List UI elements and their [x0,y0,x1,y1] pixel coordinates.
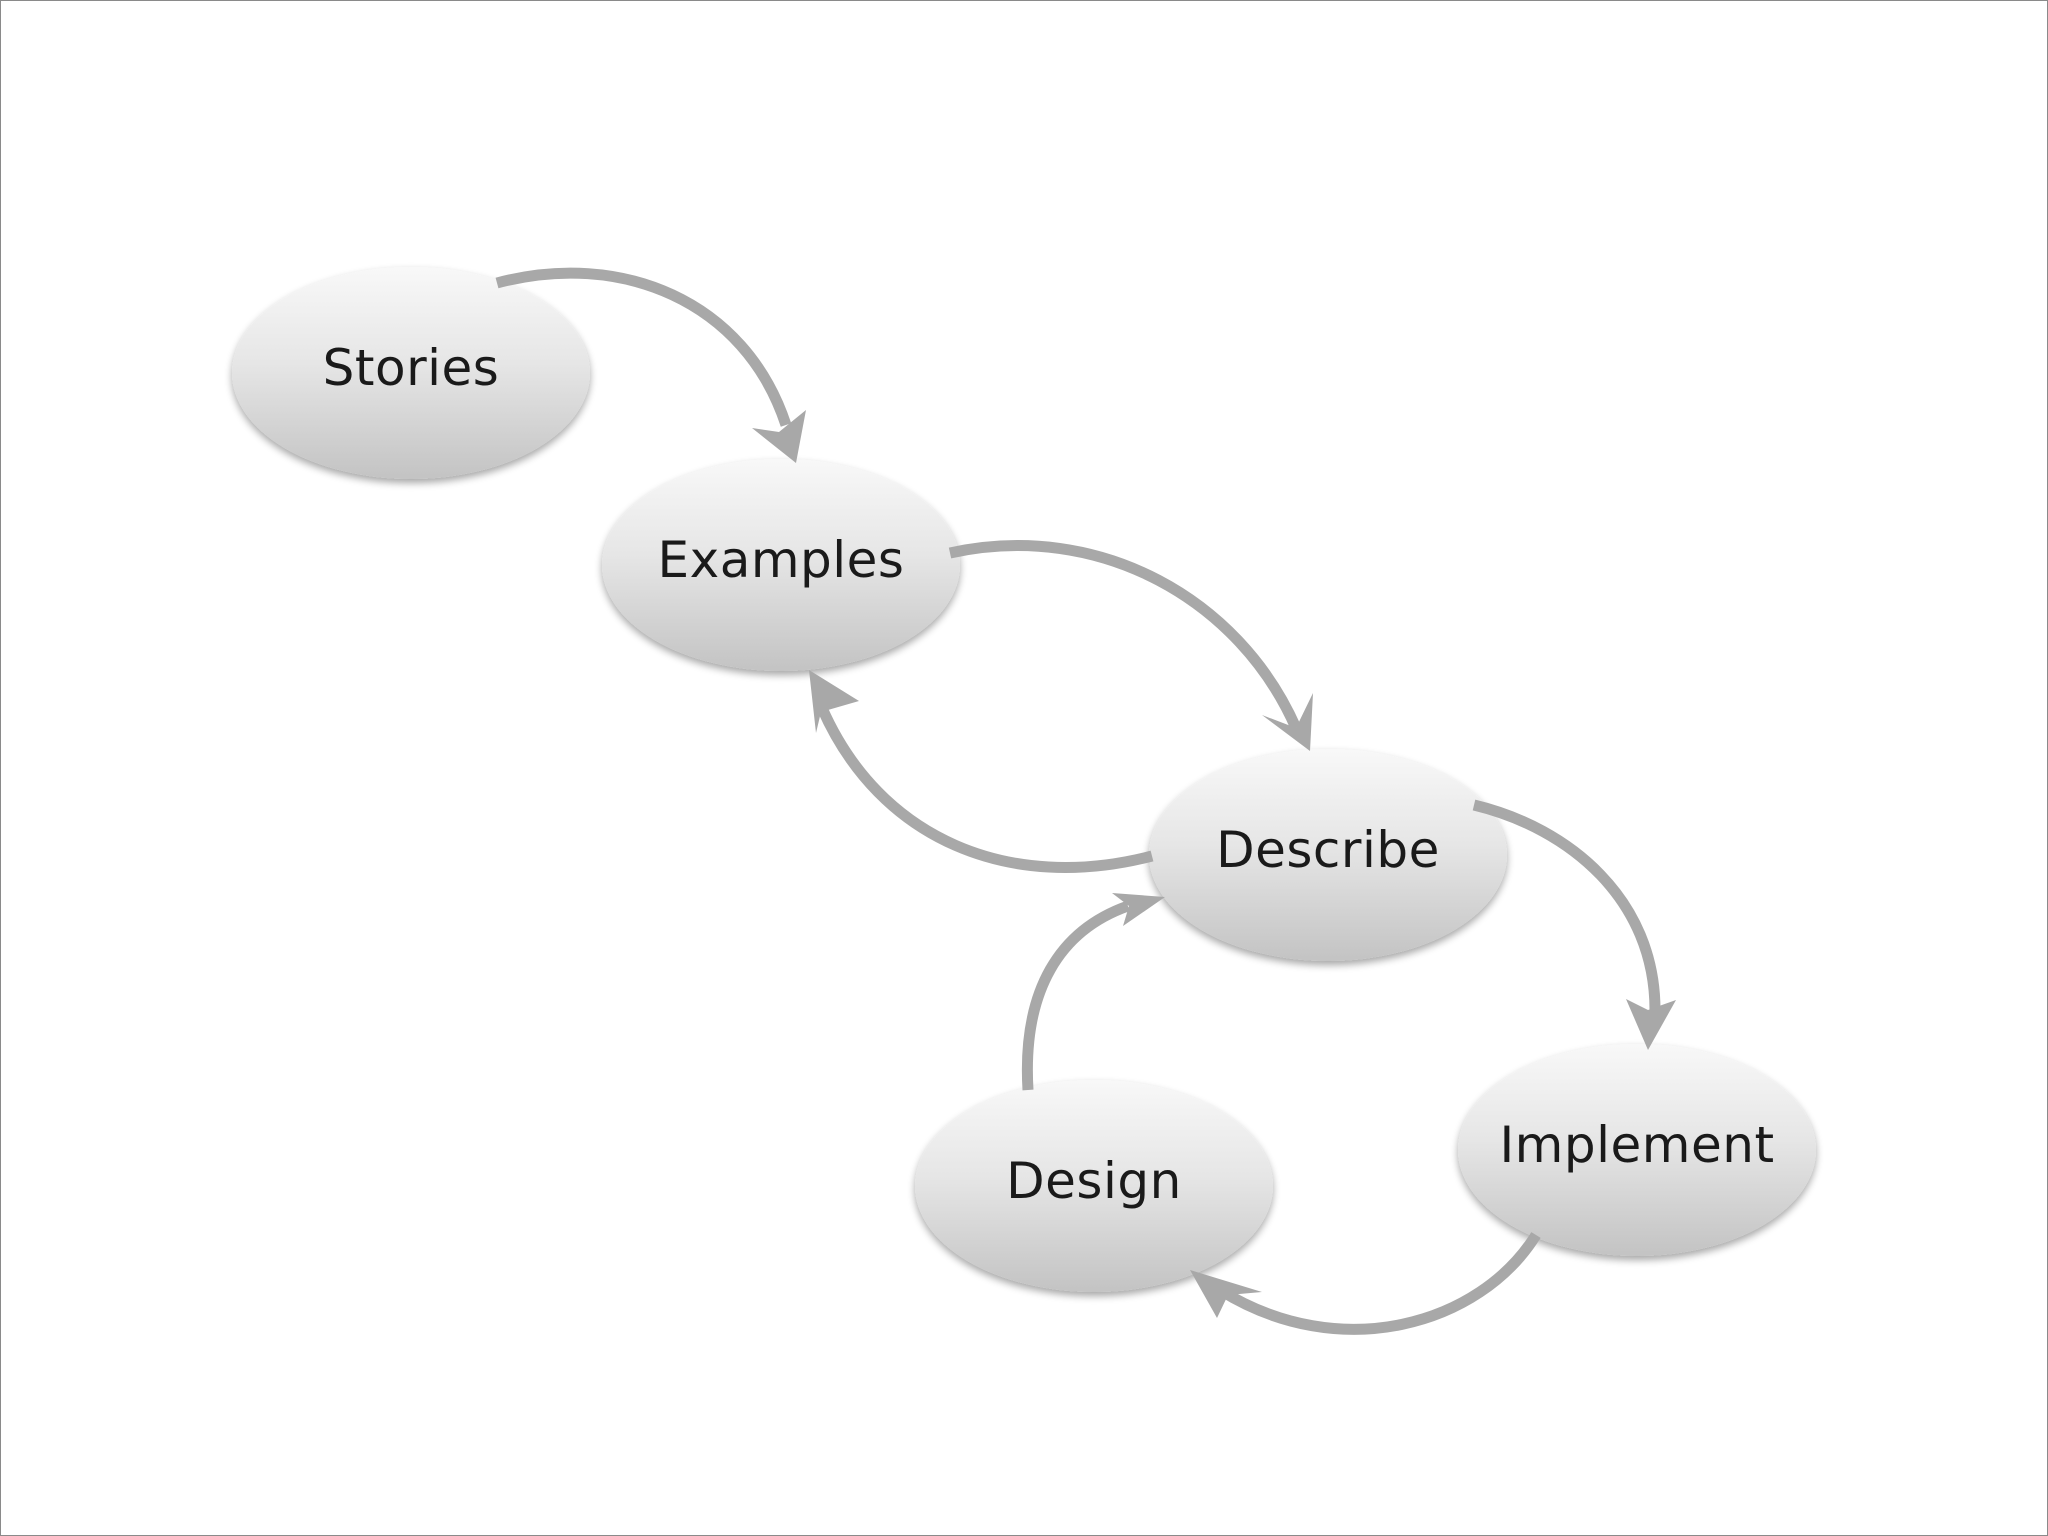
node-examples-label: Examples [658,531,905,589]
node-stories-shape [232,267,590,479]
node-describe-shape [1149,749,1507,961]
node-implement-shape [1458,1044,1816,1256]
node-examples: Examples [602,459,960,671]
arrow-examples-to-describe [948,540,1313,751]
node-describe: Describe [1149,749,1507,961]
arrow-stories-to-examples [495,267,806,463]
node-design-shape [915,1080,1273,1292]
arrow-describe-to-examples [809,670,1154,873]
node-examples-shape [602,459,960,671]
arrow-implement-to-design [1190,1232,1541,1335]
arrow-describe-to-implement [1472,799,1676,1050]
node-implement: Implement [1458,1044,1816,1256]
node-design: Design [915,1080,1273,1292]
node-stories-label: Stories [323,339,500,397]
node-design-label: Design [1006,1152,1182,1210]
node-implement-label: Implement [1499,1116,1774,1174]
node-stories: Stories [232,267,590,479]
arrow-design-to-describe [1021,893,1165,1091]
node-describe-label: Describe [1216,821,1440,879]
